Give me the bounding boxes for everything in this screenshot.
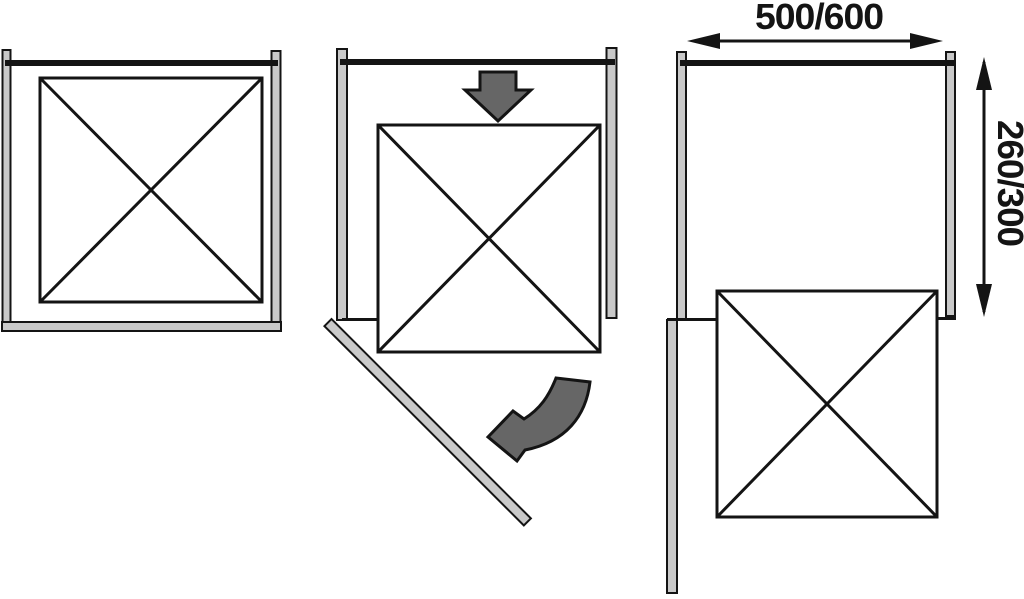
angled-door-panel (323, 317, 533, 527)
open-door-panel (666, 319, 678, 594)
height-dimension-label: 260/300 (990, 120, 1024, 246)
panel-door-swinging-open (323, 47, 618, 527)
back-rail (680, 60, 954, 66)
right-side-panel (605, 47, 618, 319)
panel-frame-pulled-out: 500/600 260/300 (666, 0, 1024, 594)
door-panel-bar (323, 317, 533, 527)
frame-cross-line (38, 76, 264, 304)
crossed-pullout-frame (38, 76, 264, 304)
width-arrowhead-right (910, 33, 943, 49)
height-arrowhead-top (976, 57, 992, 90)
swing-open-arrow-icon (485, 376, 592, 464)
left-side-panel (336, 48, 348, 321)
crossed-pullout-frame (376, 123, 602, 354)
right-side-panel (270, 50, 282, 323)
height-arrowhead-bottom (976, 284, 992, 317)
frame-cross-line (715, 289, 939, 519)
back-rail (5, 60, 278, 66)
right-side-panel (945, 51, 956, 317)
front-rail (1, 321, 282, 332)
panel-closed-cabinet (1, 49, 282, 332)
width-arrowhead-left (687, 33, 720, 49)
push-down-arrow-icon (461, 70, 535, 124)
width-dimension-label: 500/600 (755, 0, 883, 37)
width-dimension-arrow-icon (687, 33, 943, 49)
left-side-panel (676, 51, 687, 321)
frame-cross-line (376, 123, 602, 354)
crossed-pullout-frame (715, 289, 939, 519)
back-rail (340, 59, 615, 65)
height-dimension-arrow-icon (976, 57, 992, 317)
left-side-panel (1, 49, 12, 323)
